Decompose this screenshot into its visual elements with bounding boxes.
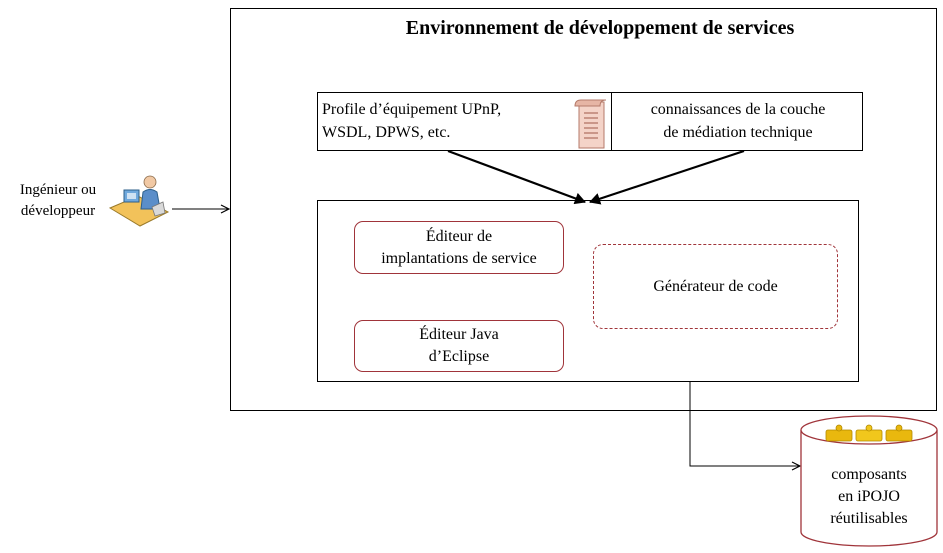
developer-icon [108, 175, 170, 227]
components-line2: en iPOJO [838, 488, 900, 505]
service-editor-line1: Éditeur de [425, 227, 493, 245]
input-arrow-right [589, 149, 745, 205]
code-generator-label: Générateur de code [653, 277, 778, 295]
mediation-knowledge-line1: connaissances de la couche [650, 101, 826, 118]
mediation-knowledge-line2: de médiation technique [663, 124, 813, 141]
java-editor-line1: Éditeur Java [419, 326, 499, 343]
service-implementation-editor: Éditeur de implantations de service [354, 221, 564, 274]
actor-line1: Ingénieur ou [19, 182, 97, 198]
eclipse-java-editor: Éditeur Java d’Eclipse [354, 320, 564, 372]
device-profile-line1: Profile d’équipement UPnP, [322, 101, 502, 118]
diagram-title: Environnement de développement de servic… [405, 17, 795, 39]
actor-line2: développeur [20, 203, 96, 219]
mediation-knowledge-text: connaissances de la couche de médiation … [616, 98, 860, 144]
scroll-document-icon [574, 99, 607, 149]
java-editor-line2: d’Eclipse [428, 348, 490, 365]
output-arrow [689, 382, 800, 466]
device-profile-line2: WSDL, DPWS, etc. [322, 124, 451, 141]
components-line3: réutilisables [830, 510, 908, 527]
device-profile-text: Profile d’équipement UPnP, WSDL, DPWS, e… [322, 98, 582, 144]
service-editor-line2: implantations de service [381, 249, 537, 267]
code-generator: Générateur de code [593, 244, 838, 329]
inputs-divider [611, 92, 612, 151]
actor-label: Ingénieur ou développeur [6, 180, 110, 222]
components-line1: composants [831, 466, 907, 483]
puzzle-pieces-icon [825, 424, 913, 442]
input-arrow-left [447, 149, 586, 205]
components-label: composants en iPOJO réutilisables [801, 464, 937, 530]
